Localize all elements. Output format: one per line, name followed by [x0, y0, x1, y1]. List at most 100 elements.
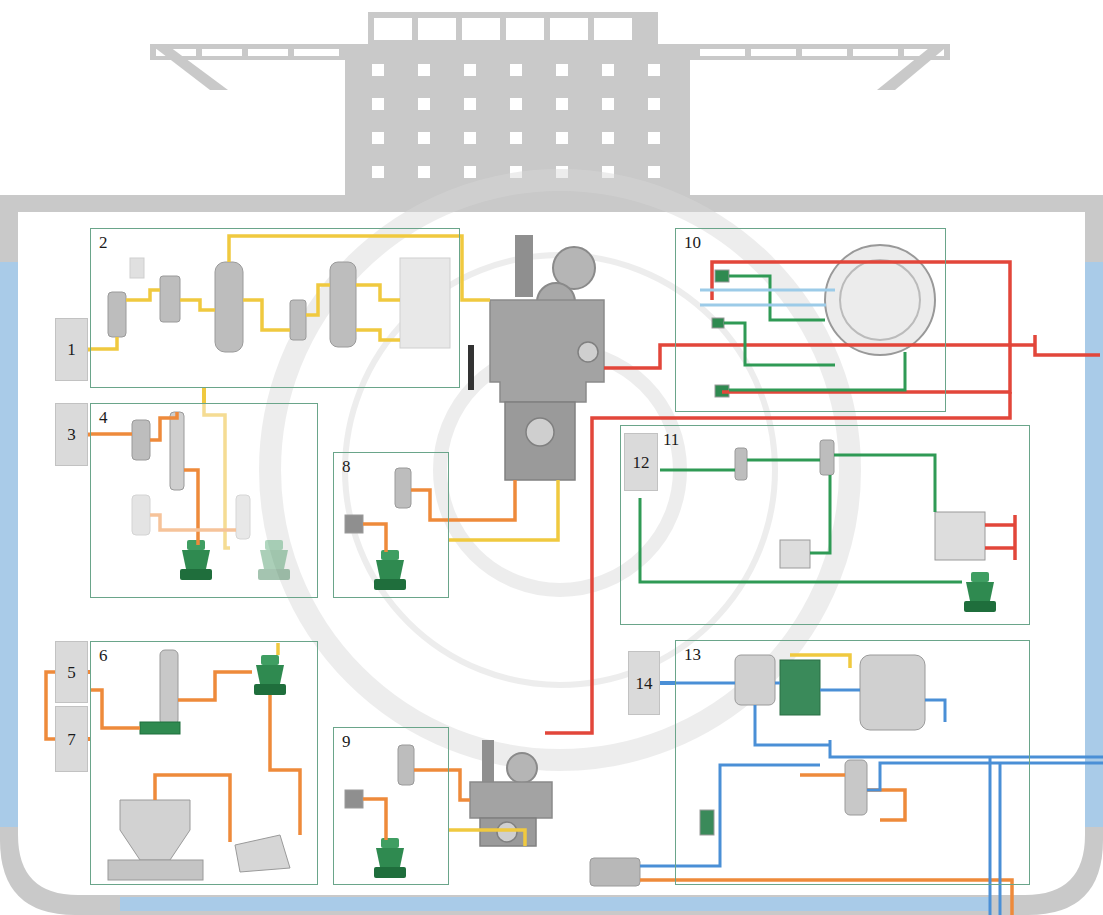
superstructure [150, 12, 950, 196]
equipment [860, 655, 925, 730]
fuel-pipes [356, 285, 400, 300]
superstructure [202, 49, 242, 56]
superstructure [648, 64, 660, 76]
hull [0, 195, 1103, 915]
equipment [160, 650, 178, 725]
equipment [735, 448, 747, 480]
system-panel: 11 12 [620, 425, 1030, 625]
fuel-pipes [126, 290, 160, 300]
equipment [935, 512, 985, 560]
equipment [590, 858, 640, 886]
separator-units [180, 540, 996, 878]
main-engine [515, 235, 533, 297]
superstructure [853, 49, 898, 56]
tank-box: 14 [628, 651, 660, 715]
callout-number: 1 [67, 341, 76, 358]
equipment [132, 495, 150, 535]
callout-number: 8 [342, 458, 351, 475]
auxiliary-engine [470, 782, 552, 818]
fuel-pipes [449, 830, 525, 846]
oil-pipes [270, 695, 300, 835]
superstructure [556, 98, 568, 110]
superstructure [648, 166, 660, 178]
seawater-pipes [830, 740, 1103, 757]
separator-units [180, 540, 212, 580]
system-panel: 4 [90, 403, 318, 598]
superstructure [556, 64, 568, 76]
superstructure [464, 166, 476, 178]
oil-pipes [46, 412, 1012, 915]
oil-pipes [414, 770, 470, 800]
callout-number: 7 [67, 731, 76, 748]
equipment [395, 468, 411, 508]
watermark-emblem [345, 255, 775, 685]
hull [0, 262, 18, 827]
separator-units [964, 572, 996, 612]
main-engine [468, 235, 604, 480]
callout-number: 10 [684, 234, 701, 251]
water-pipes [729, 352, 905, 390]
water-pipes [640, 498, 962, 582]
fuel-pipes [180, 300, 215, 310]
superstructure [594, 18, 632, 40]
water-pipes [810, 475, 830, 553]
seawater-pipes [925, 700, 945, 722]
system-panel: 8 [333, 452, 449, 598]
tank-box: 5 [55, 641, 88, 703]
superstructure [372, 64, 384, 76]
seawater-pipes [999, 763, 1002, 915]
callout-number: 4 [99, 409, 108, 426]
cooling-pipes [700, 289, 835, 292]
equipment [108, 292, 126, 337]
superstructure [294, 49, 339, 56]
seawater-pipes [820, 689, 860, 692]
superstructure [248, 49, 288, 56]
callout-number: 14 [636, 675, 653, 692]
superstructure [372, 98, 384, 110]
superstructure [751, 49, 796, 56]
pipe-connector [660, 681, 675, 685]
oil-pipes [46, 672, 55, 739]
equipment [780, 540, 810, 568]
fuel-pipes [356, 330, 400, 340]
superstructure [464, 98, 476, 110]
tank-box: 7 [55, 706, 88, 772]
superstructure [510, 132, 522, 144]
callout-number: 3 [67, 426, 76, 443]
seawater-pipes [675, 682, 735, 685]
callout-number: 11 [663, 431, 679, 448]
callout-number: 12 [633, 454, 650, 471]
fuel-pipes [243, 300, 290, 330]
water-pipes [834, 455, 935, 512]
equipment [330, 262, 356, 347]
superstructure [418, 64, 430, 76]
fuel-pipes [449, 480, 558, 540]
steam-pipes [1035, 335, 1100, 355]
water-pipes [724, 323, 835, 365]
cooling-pipes [700, 290, 835, 305]
oil-pipes [150, 412, 177, 440]
pipe-connector [202, 388, 206, 403]
callout-number: 6 [99, 647, 108, 664]
water-pipes [747, 459, 820, 462]
system-panel: 10 [675, 228, 946, 412]
fuel-pipes [90, 337, 117, 349]
superstructure [418, 98, 430, 110]
oil-pipes [640, 880, 1012, 915]
superstructure [418, 166, 430, 178]
hull [1085, 262, 1103, 827]
equipment [780, 660, 820, 715]
superstructure [372, 166, 384, 178]
callout-number: 5 [67, 664, 76, 681]
oil-pipes [363, 799, 386, 840]
tank-box: 12 [624, 433, 658, 491]
oil-pipes [90, 432, 132, 436]
superstructure [374, 18, 412, 40]
superstructure [510, 98, 522, 110]
superstructure [418, 132, 430, 144]
steam-pipes [985, 523, 1015, 527]
oil-pipes [150, 515, 236, 530]
superstructure [602, 132, 614, 144]
main-engine [578, 342, 598, 362]
